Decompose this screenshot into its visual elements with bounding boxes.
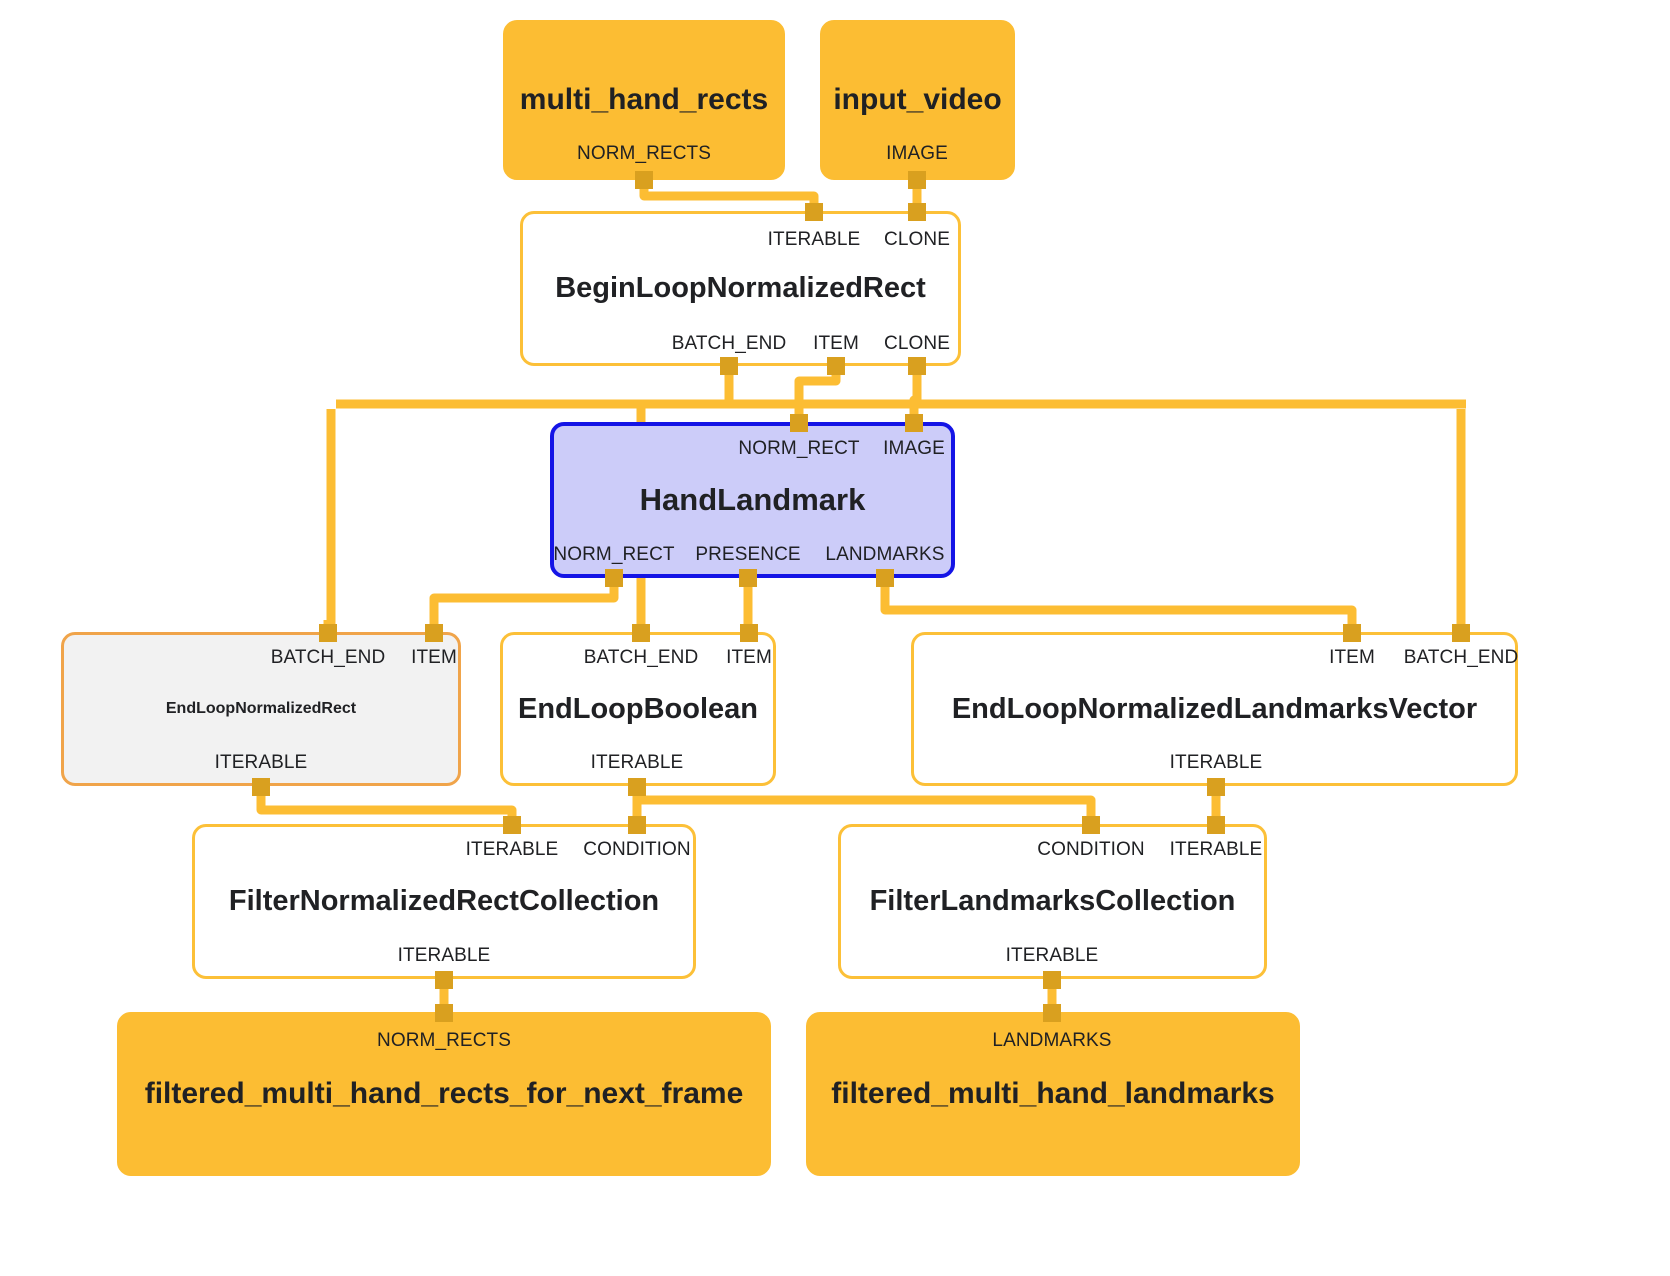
port-label-beginloop-batch-end: BATCH_END — [671, 333, 787, 354]
port-label-handlandmark-landmarks: LANDMARKS — [825, 544, 945, 565]
port-label-filterlandmarks-condition: CONDITION — [1037, 839, 1145, 860]
port-endloopboolean-iterable[interactable] — [628, 778, 646, 796]
port-label-endloopboolean-item: ITEM — [726, 647, 772, 668]
port-filterlandmarks-iterable-out[interactable] — [1043, 971, 1061, 989]
port-handlandmark-presence[interactable] — [739, 569, 757, 587]
node-title: filtered_multi_hand_rects_for_next_frame — [144, 1077, 744, 1111]
edge-endloopnormalizedrect-iterable-to-filterrect-iterable — [256, 786, 517, 826]
port-endlooplandmarks-iterable[interactable] — [1207, 778, 1225, 796]
port-label-filterrect-condition: CONDITION — [583, 839, 691, 860]
port-label-endloopboolean-batch-end: BATCH_END — [583, 647, 699, 668]
node-title: EndLoopBoolean — [517, 692, 759, 725]
port-label-norm-rects-out: NORM_RECTS — [576, 143, 712, 164]
port-label-beginloop-iterable-in: ITERABLE — [767, 229, 861, 250]
calculator-node-beginloopnormalizedrect[interactable]: BeginLoopNormalizedRect — [520, 211, 961, 366]
node-title: FilterNormalizedRectCollection — [228, 885, 660, 918]
calculator-node-filterlandmarkscollection[interactable]: FilterLandmarksCollection — [838, 824, 1267, 979]
edge-multi_hand_rects-to-beginloop-iterable — [639, 178, 819, 213]
port-handlandmark-landmarks[interactable] — [876, 569, 894, 587]
port-filtered-landmarks-landmarks[interactable] — [1043, 1004, 1061, 1022]
port-label-beginloop-clone-in: CLONE — [884, 229, 950, 250]
port-label-beginloop-item: ITEM — [813, 333, 859, 354]
calculator-node-endloopnormalizedlandmarksvector[interactable]: EndLoopNormalizedLandmarksVector — [911, 632, 1518, 786]
port-label-handlandmark-image-in: IMAGE — [883, 438, 945, 459]
port-label-endlooplandmarks-batch-end: BATCH_END — [1403, 647, 1519, 668]
port-beginloop-iterable[interactable] — [805, 203, 823, 221]
node-title: FilterLandmarksCollection — [869, 885, 1236, 918]
port-label-endlooplandmarks-item: ITEM — [1329, 647, 1375, 668]
port-filterlandmarks-iterable-in[interactable] — [1207, 816, 1225, 834]
port-endloopnormalizedrect-iterable[interactable] — [252, 778, 270, 796]
port-handlandmark-image-in[interactable] — [905, 414, 923, 432]
edge-handlandmark-landmarks-to-endlooplandmarks-item — [880, 578, 1357, 634]
stream-node-input-video[interactable]: input_video — [820, 20, 1015, 180]
port-label-handlandmark-norm-rect-in: NORM_RECT — [738, 438, 860, 459]
port-label-filtered-rects-norm-rects: NORM_RECTS — [376, 1030, 512, 1051]
calculator-node-filternormalizedrectcollection[interactable]: FilterNormalizedRectCollection — [192, 824, 696, 979]
node-title: input_video — [833, 83, 1002, 117]
port-label-filterlandmarks-iterable-in: ITERABLE — [1169, 839, 1263, 860]
port-label-endloopnormalizedrect-iterable: ITERABLE — [214, 752, 308, 773]
port-handlandmark-norm-rect-in[interactable] — [790, 414, 808, 432]
port-label-filterrect-iterable-in: ITERABLE — [465, 839, 559, 860]
port-beginloop-clone-in[interactable] — [908, 203, 926, 221]
port-handlandmark-norm-rect-out[interactable] — [605, 569, 623, 587]
port-label-filterrect-iterable-out: ITERABLE — [397, 945, 491, 966]
stream-node-filtered-multi-hand-rects-for-next-frame[interactable]: filtered_multi_hand_rects_for_next_frame — [117, 1012, 771, 1176]
calculator-node-endloopnormalizedrect[interactable]: EndLoopNormalizedRect — [61, 632, 461, 786]
port-filterrect-condition[interactable] — [628, 816, 646, 834]
port-endloopnormalizedrect-item[interactable] — [425, 624, 443, 642]
port-endloopboolean-batch-end[interactable] — [632, 624, 650, 642]
port-filtered-rects-norm-rects[interactable] — [435, 1004, 453, 1022]
port-endlooplandmarks-batch-end[interactable] — [1452, 624, 1470, 642]
node-title: HandLandmark — [639, 481, 866, 517]
port-label-beginloop-clone-out: CLONE — [884, 333, 950, 354]
node-title: multi_hand_rects — [519, 83, 769, 117]
calculator-node-endloopboolean[interactable]: EndLoopBoolean — [500, 632, 776, 786]
port-filterlandmarks-condition[interactable] — [1082, 816, 1100, 834]
port-label-handlandmark-norm-rect-out: NORM_RECT — [553, 544, 675, 565]
port-label-endloopboolean-iterable: ITERABLE — [590, 752, 684, 773]
port-filterrect-iterable-in[interactable] — [503, 816, 521, 834]
port-label-filterlandmarks-iterable-out: ITERABLE — [1005, 945, 1099, 966]
port-endlooplandmarks-item[interactable] — [1343, 624, 1361, 642]
node-title: BeginLoopNormalizedRect — [555, 272, 926, 305]
node-title: filtered_multi_hand_landmarks — [831, 1077, 1275, 1111]
edge-handlandmark-normrect-to-endloopnormalizedrect-item — [429, 578, 619, 634]
node-title: EndLoopNormalizedLandmarksVector — [951, 692, 1478, 725]
port-label-endloopnormalizedrect-item: ITEM — [411, 647, 457, 668]
port-filterrect-iterable-out[interactable] — [435, 971, 453, 989]
port-endloopnormalizedrect-batch-end[interactable] — [319, 624, 337, 642]
node-title: EndLoopNormalizedRect — [165, 699, 357, 717]
port-label-endloopnormalizedrect-batch-end: BATCH_END — [270, 647, 386, 668]
port-beginloop-item[interactable] — [827, 357, 845, 375]
stream-node-filtered-multi-hand-landmarks[interactable]: filtered_multi_hand_landmarks — [806, 1012, 1300, 1176]
stream-node-multi-hand-rects[interactable]: multi_hand_rects — [503, 20, 785, 180]
port-endloopboolean-item[interactable] — [740, 624, 758, 642]
port-input-video-image[interactable] — [908, 171, 926, 189]
port-beginloop-clone-out[interactable] — [908, 357, 926, 375]
port-label-filtered-landmarks-landmarks: LANDMARKS — [992, 1030, 1112, 1051]
edge-endloopboolean-iterable-to-filterlandmarks-condition — [637, 795, 1096, 826]
port-label-handlandmark-presence: PRESENCE — [695, 544, 801, 565]
port-multi-hand-rects-norm-rects[interactable] — [635, 171, 653, 189]
port-beginloop-batch-end[interactable] — [720, 357, 738, 375]
port-label-endlooplandmarks-iterable: ITERABLE — [1169, 752, 1263, 773]
port-label-image-out: IMAGE — [886, 143, 948, 164]
